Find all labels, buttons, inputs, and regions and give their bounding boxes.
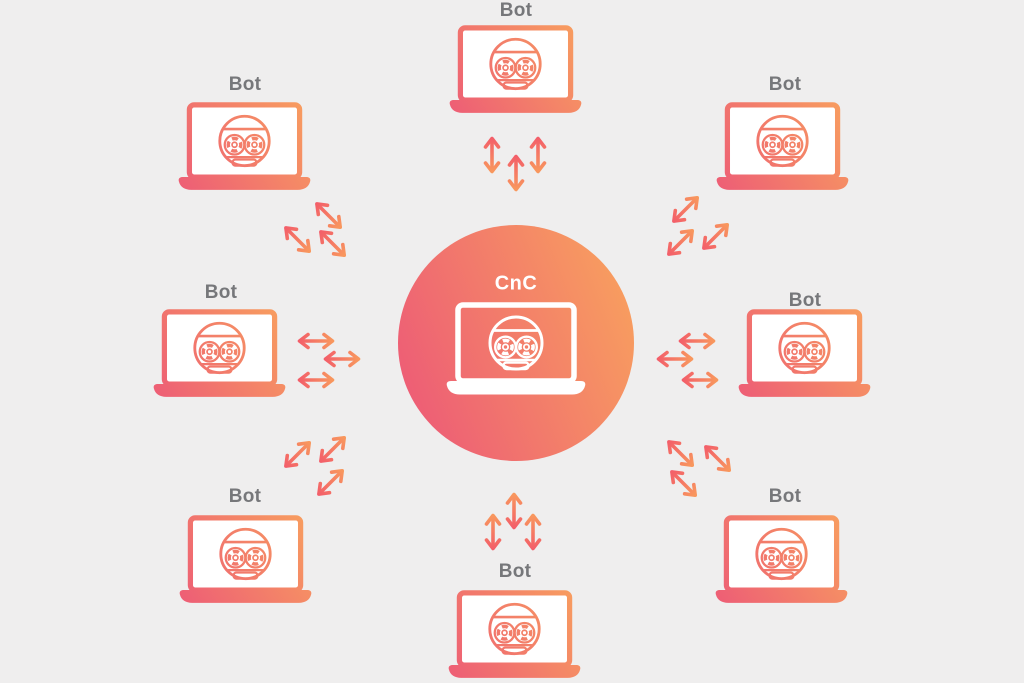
bot-label-top-right: Bot (768, 74, 802, 95)
bot-laptop-icon-bottom-right (716, 518, 848, 603)
double-arrow-icon (297, 332, 335, 350)
bot-label-right: Bot (788, 290, 822, 311)
double-arrow-icon (662, 224, 699, 261)
double-arrow-icon (310, 197, 347, 234)
double-arrow-icon (678, 332, 716, 350)
double-arrow-icon (665, 465, 702, 502)
double-arrow-icon (505, 492, 523, 530)
double-arrow-icon (312, 464, 349, 501)
double-arrow-icon (279, 221, 316, 258)
double-arrow-icon (297, 371, 335, 389)
bot-label-top: Bot (499, 0, 533, 21)
bot-laptop-icon-bottom-left (180, 518, 312, 603)
double-arrow-icon (279, 436, 316, 473)
double-arrow-icon (662, 435, 699, 472)
double-arrow-icon (314, 225, 351, 262)
double-arrow-icon (323, 350, 361, 368)
double-arrow-icon (314, 431, 351, 468)
double-arrow-icon (524, 513, 542, 551)
bot-label-left: Bot (204, 282, 238, 303)
double-arrow-icon (529, 136, 547, 174)
cnc-label: CnC (494, 272, 538, 295)
bot-label-bottom: Bot (498, 561, 532, 582)
double-arrow-icon (699, 440, 736, 477)
double-arrow-icon (484, 513, 502, 551)
bot-laptop-icon-top-right (717, 105, 849, 190)
double-arrow-icon (697, 218, 734, 255)
bot-laptop-icon-right (739, 312, 871, 397)
bot-laptop-icon-left (154, 312, 286, 397)
bot-laptop-icon-top (450, 28, 582, 113)
double-arrow-icon (681, 371, 719, 389)
bot-label-bottom-left: Bot (228, 486, 262, 507)
double-arrow-icon (483, 136, 501, 174)
bot-label-bottom-right: Bot (768, 486, 802, 507)
double-arrow-icon (507, 154, 525, 192)
double-arrow-icon (656, 350, 694, 368)
double-arrow-icon (667, 191, 704, 228)
bot-laptop-icon-top-left (179, 105, 311, 190)
bot-laptop-icon-bottom (449, 593, 581, 678)
bot-label-top-left: Bot (228, 74, 262, 95)
